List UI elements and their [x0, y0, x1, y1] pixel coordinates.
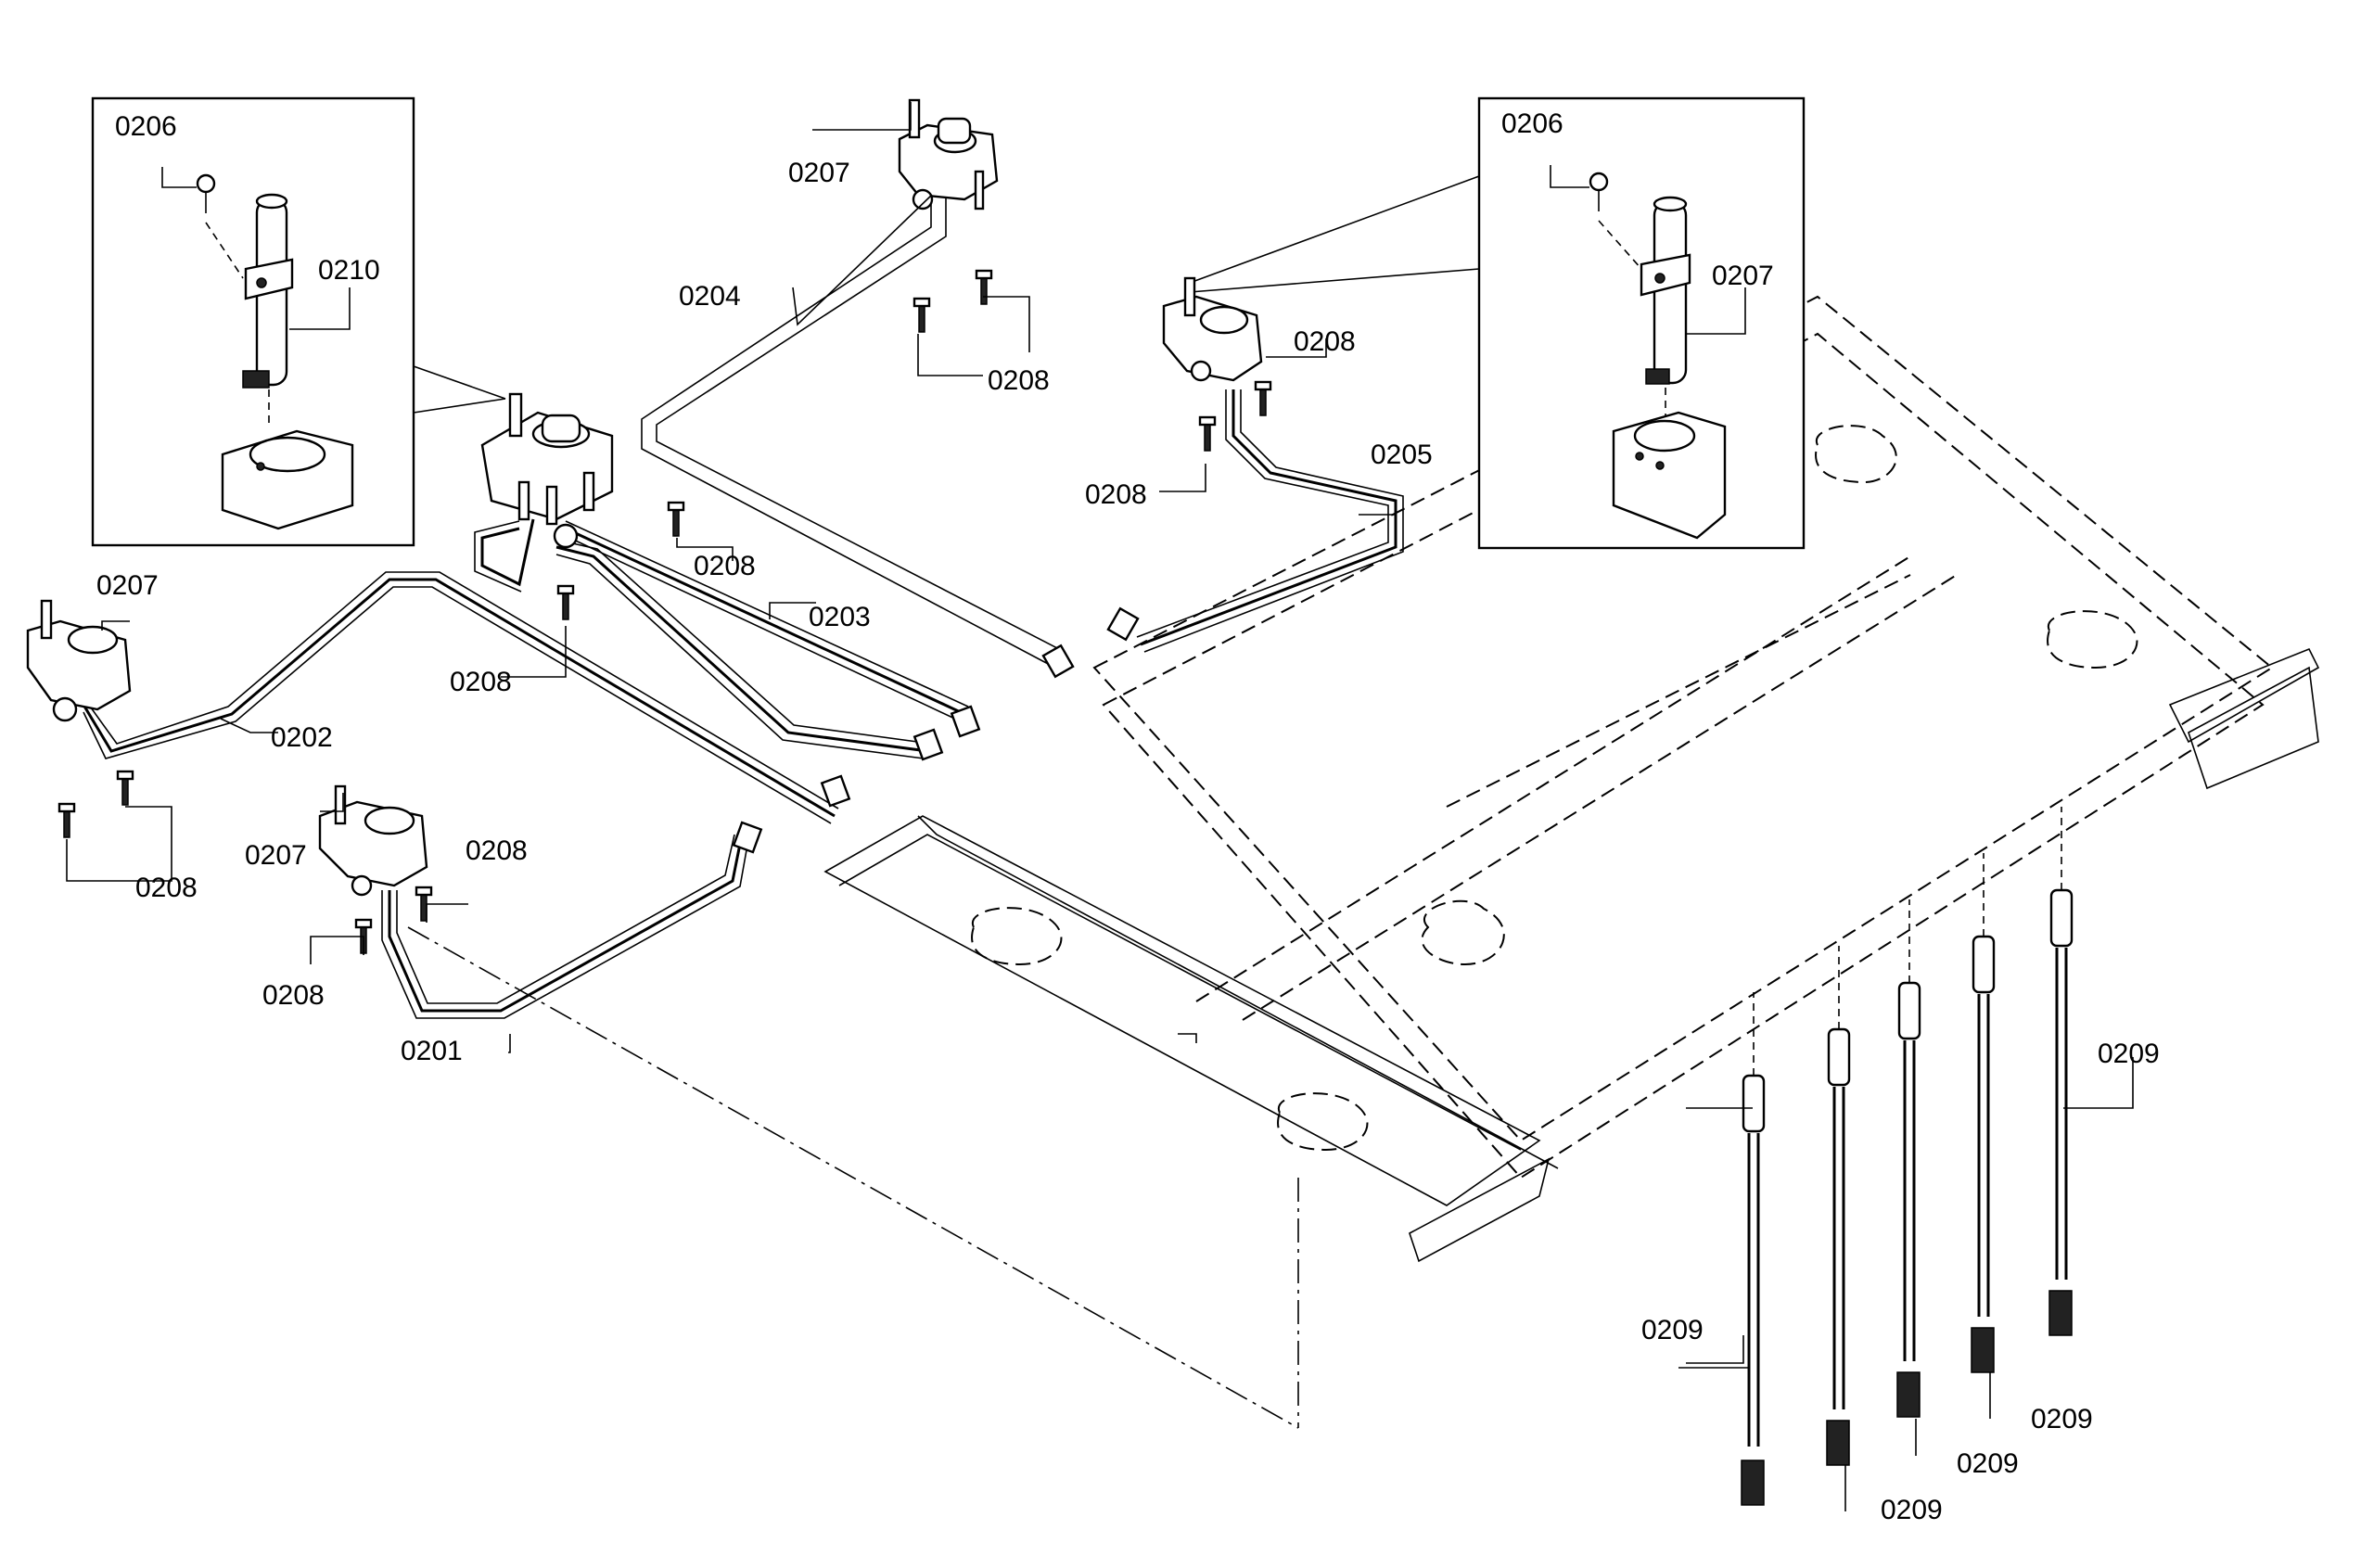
label-0207-right-box: 0207	[1712, 261, 1774, 291]
label-0208-left: 0208	[135, 873, 198, 903]
ignition-wires	[1741, 807, 2074, 1506]
label-0208-top: 0208	[988, 365, 1050, 396]
alignment-lines	[407, 926, 1299, 1429]
leader-lines	[66, 102, 2134, 1511]
label-0208-lower-left: 0208	[262, 980, 325, 1011]
burner-frame	[823, 295, 2320, 1263]
label-0208-right-b: 0208	[1085, 479, 1147, 510]
gas-tubes	[82, 195, 1404, 1019]
screw-0208-top-left	[912, 297, 931, 333]
ignition-wire-4	[1971, 935, 1996, 1373]
detail-box-left	[91, 96, 506, 547]
screw-0208-top-right	[975, 269, 993, 305]
detail-box-right	[1189, 96, 1806, 550]
label-0203: 0203	[809, 602, 871, 632]
ignition-wire-2	[1826, 1027, 1851, 1466]
burner-valve-right	[1162, 276, 1263, 382]
label-0210: 0210	[318, 255, 380, 286]
label-0209-e: 0209	[1881, 1495, 1943, 1525]
screw-0208-right-b	[1198, 415, 1217, 452]
screw-0208-left-a	[57, 802, 76, 838]
label-0202: 0202	[271, 722, 333, 753]
screw-0208-center-b	[556, 584, 575, 620]
label-0207-lower: 0207	[245, 840, 307, 871]
label-0208-center: 0208	[694, 551, 756, 581]
ignition-wire-5	[2048, 888, 2074, 1336]
label-0205: 0205	[1371, 440, 1433, 470]
label-0206-left: 0206	[115, 111, 177, 142]
part-labels: 0206 0210 0207 0204 0208 0206 0207 0208 …	[96, 108, 2160, 1525]
label-0209-right: 0209	[2098, 1039, 2160, 1069]
burner-valve-center	[480, 392, 614, 549]
label-0201: 0201	[401, 1036, 463, 1066]
ignition-wire-1	[1741, 1074, 1766, 1506]
label-0206-right: 0206	[1501, 108, 1563, 139]
label-0204: 0204	[679, 281, 741, 312]
burner-valve-top	[898, 98, 999, 210]
screw-0208-right-a	[1254, 380, 1272, 416]
label-0208-right-a: 0208	[1294, 326, 1356, 357]
label-0207-top: 0207	[788, 158, 850, 188]
label-0208-lower-right: 0208	[466, 835, 528, 866]
label-0209-d: 0209	[1957, 1448, 2019, 1479]
screw-0208-left-b	[116, 770, 134, 806]
label-0209-left: 0209	[1641, 1315, 1704, 1345]
label-0208-center-b: 0208	[450, 667, 512, 697]
tube-fittings	[732, 606, 1140, 854]
ignition-wire-3	[1896, 981, 1921, 1418]
label-0209-c: 0209	[2031, 1404, 2093, 1434]
screw-0208-center-a	[667, 501, 685, 537]
label-0207-left: 0207	[96, 570, 159, 601]
screws	[57, 269, 1272, 954]
burner-valve-lower	[318, 784, 428, 897]
burner-valve-left	[26, 599, 132, 722]
